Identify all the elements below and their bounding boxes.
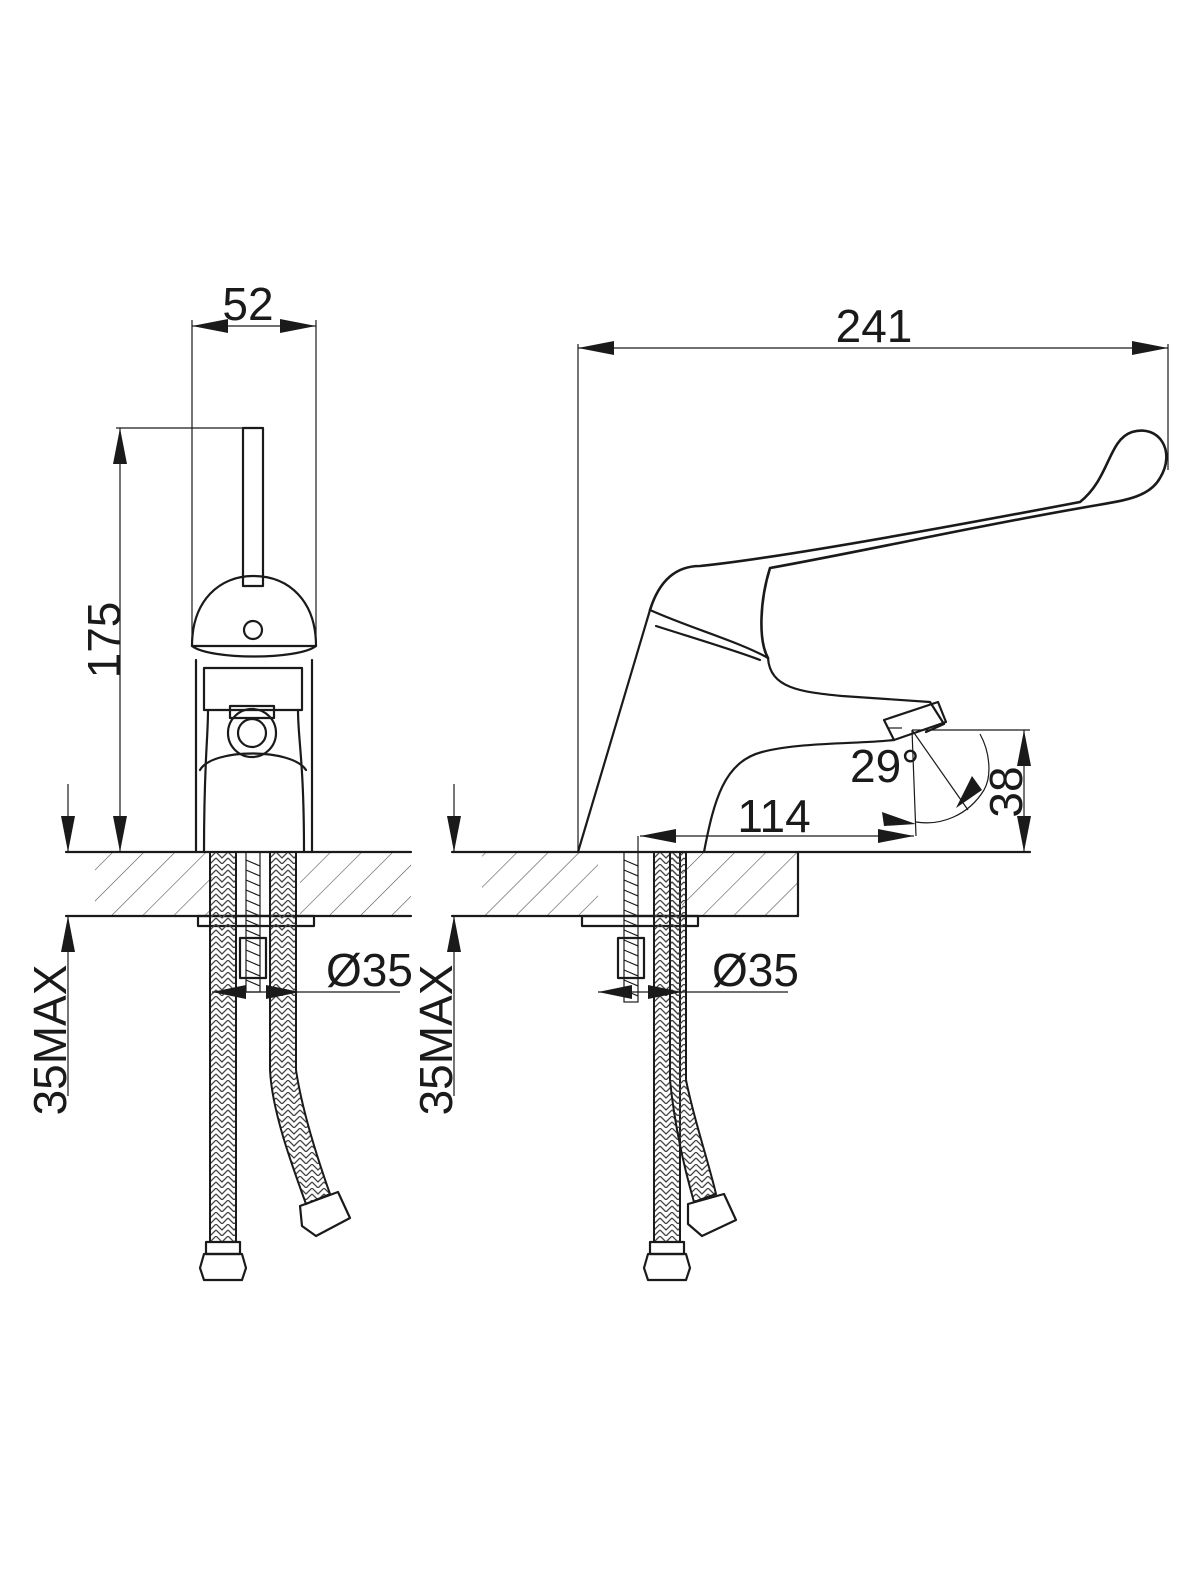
front-view: 52 175 35MAX Ø35 bbox=[24, 278, 413, 1282]
side-hole-diameter-dimension: Ø35 bbox=[598, 944, 799, 999]
front-faucet-body bbox=[190, 426, 318, 854]
side-mounting-plate bbox=[580, 914, 700, 928]
front-height-dimension: 175 bbox=[78, 427, 243, 853]
side-threaded-rod bbox=[616, 851, 646, 1003]
front-height-label: 175 bbox=[78, 602, 130, 679]
front-hose-curved bbox=[269, 851, 352, 1238]
side-height-label: 38 bbox=[980, 766, 1032, 817]
side-deck-thickness-label: 35MAX bbox=[410, 965, 462, 1116]
side-faucet-body bbox=[576, 429, 1168, 854]
front-hole-diameter-label: Ø35 bbox=[326, 944, 413, 996]
side-length-dimension: 241 bbox=[577, 300, 1169, 852]
side-reach-label: 114 bbox=[737, 790, 810, 842]
front-width-label: 52 bbox=[222, 278, 273, 330]
side-angle-label: 29° bbox=[850, 740, 920, 792]
side-reach-dimension: 114 bbox=[637, 790, 914, 852]
side-length-label: 241 bbox=[836, 300, 913, 352]
side-view: 241 114 38 29° bbox=[410, 300, 1169, 1282]
side-deck-slab bbox=[450, 850, 1032, 918]
side-angle-dimension: 29° bbox=[850, 729, 990, 837]
front-deck-slab bbox=[64, 850, 413, 918]
front-hose-straight bbox=[198, 851, 248, 1282]
front-deck-thickness-label: 35MAX bbox=[24, 965, 76, 1116]
front-width-dimension: 52 bbox=[191, 278, 317, 646]
front-deck-thickness-dimension: 35MAX bbox=[24, 784, 76, 1115]
side-hose-curved bbox=[669, 851, 738, 1238]
side-hole-diameter-label: Ø35 bbox=[712, 944, 799, 996]
side-deck-thickness-dimension: 35MAX bbox=[410, 784, 462, 1115]
front-hole-diameter-dimension: Ø35 bbox=[212, 944, 413, 999]
front-mounting-plate bbox=[196, 914, 316, 928]
front-threaded-rod bbox=[238, 851, 268, 993]
